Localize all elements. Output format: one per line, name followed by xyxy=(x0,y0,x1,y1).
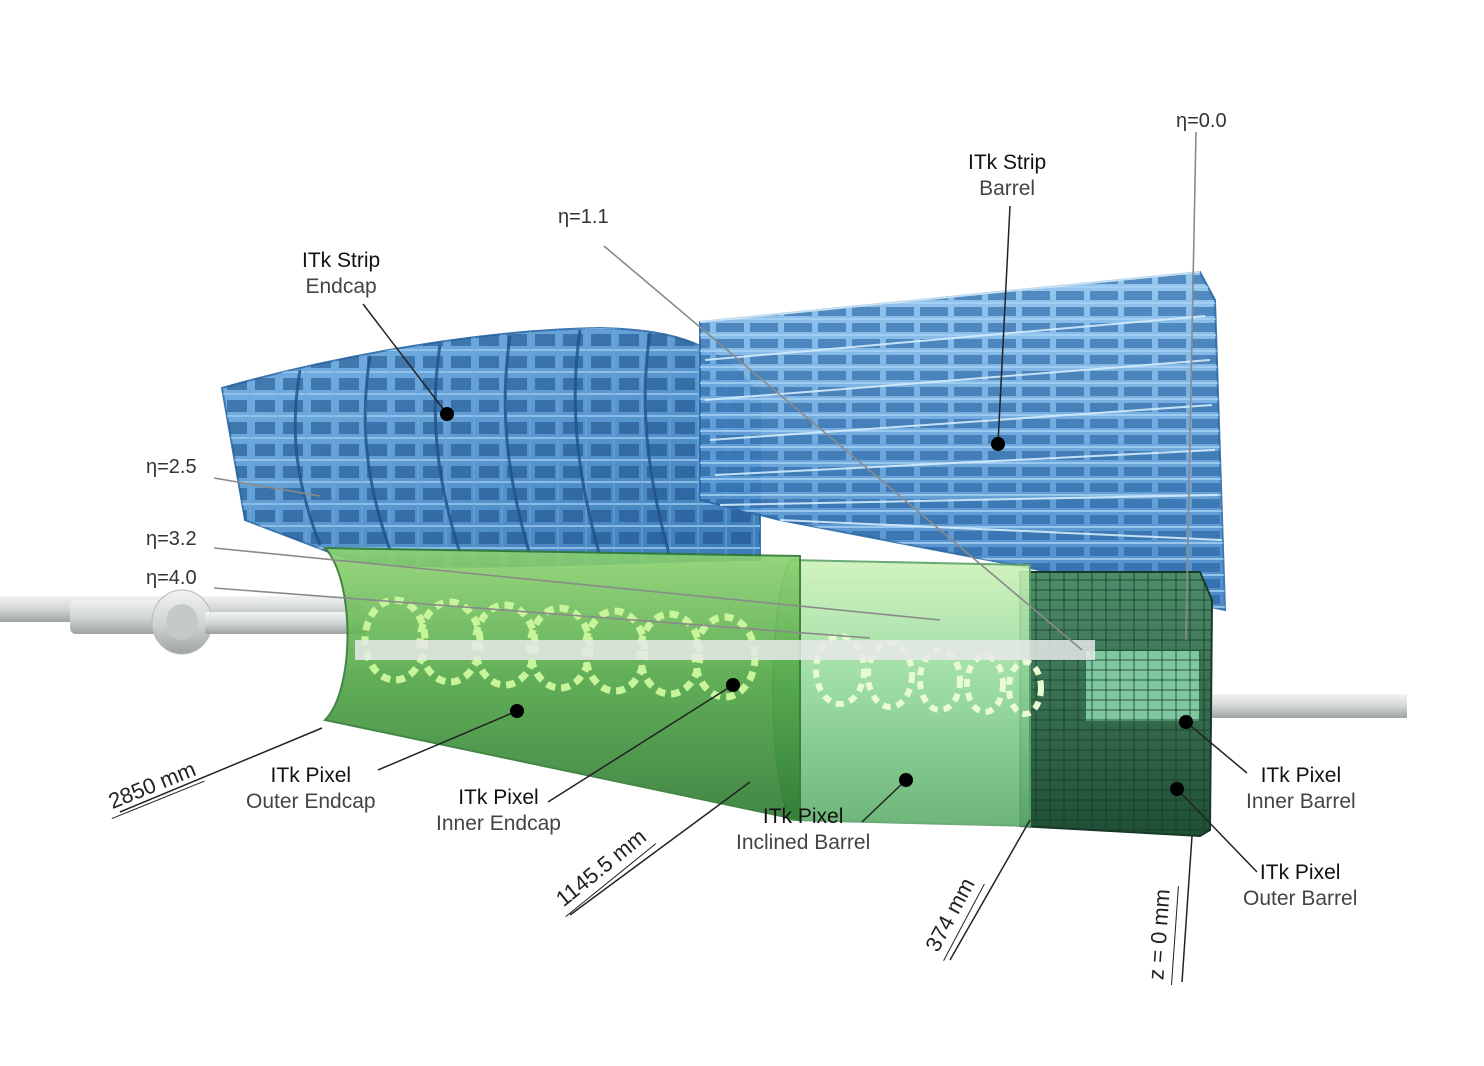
label-pixel-inclined-barrel: ITk Pixel Inclined Barrel xyxy=(736,804,870,857)
marker-pixel-inner-barrel xyxy=(1179,715,1193,729)
label-strip-endcap-title: ITk Strip xyxy=(302,249,381,272)
leader-lines xyxy=(119,205,1258,983)
label-strip-barrel: ITk Strip Barrel xyxy=(968,150,1046,203)
marker-pixel-outer-barrel xyxy=(1170,782,1184,796)
label-pixel-outer-endcap-title: ITk Pixel xyxy=(270,764,352,787)
pixel-inclined-barrel-shape xyxy=(772,558,1031,828)
label-pixel-outer-barrel: ITk Pixel Outer Barrel xyxy=(1243,860,1357,913)
label-strip-barrel-sub: Barrel xyxy=(979,177,1036,201)
eta-label-0-0: η=0.0 xyxy=(1176,110,1227,132)
marker-strip-barrel xyxy=(991,437,1005,451)
label-pixel-outer-endcap: ITk Pixel Outer Endcap xyxy=(246,763,376,816)
marker-pixel-inclined-barrel xyxy=(899,773,913,787)
label-pixel-inclined-barrel-sub: Inclined Barrel xyxy=(736,831,871,855)
beam-pipe xyxy=(0,589,1407,718)
strip-barrel-shape xyxy=(699,270,1227,612)
label-pixel-outer-barrel-title: ITk Pixel xyxy=(1259,861,1341,884)
label-pixel-inner-endcap-sub: Inner Endcap xyxy=(436,812,561,836)
pixel-inner-barrel-shape xyxy=(1084,649,1201,723)
eta-lines xyxy=(213,131,1197,651)
label-pixel-inner-barrel-sub: Inner Barrel xyxy=(1246,790,1356,814)
eta-label-4-0: η=4.0 xyxy=(146,567,197,589)
eta-label-1-1: η=1.1 xyxy=(558,206,609,228)
marker-pixel-inner-endcap xyxy=(726,678,740,692)
eta-label-2-5: η=2.5 xyxy=(146,456,197,478)
label-strip-endcap-sub: Endcap xyxy=(305,275,377,299)
label-pixel-inner-endcap-title: ITk Pixel xyxy=(458,786,539,809)
label-pixel-inner-endcap: ITk Pixel Inner Endcap xyxy=(436,785,561,838)
label-strip-endcap: ITk Strip Endcap xyxy=(302,248,380,301)
marker-pixel-outer-endcap xyxy=(510,704,524,718)
label-pixel-outer-endcap-sub: Outer Endcap xyxy=(246,790,376,814)
label-pixel-outer-barrel-sub: Outer Barrel xyxy=(1243,887,1358,911)
label-strip-barrel-title: ITk Strip xyxy=(968,151,1047,174)
label-pixel-inner-barrel-title: ITk Pixel xyxy=(1260,764,1342,787)
label-pixel-inner-barrel: ITk Pixel Inner Barrel xyxy=(1246,763,1356,816)
marker-strip-endcap xyxy=(440,407,454,421)
label-pixel-inclined-barrel-title: ITk Pixel xyxy=(762,805,844,828)
eta-label-3-2: η=3.2 xyxy=(146,528,197,550)
pixel-endcap-shape xyxy=(322,546,1095,822)
marker-dots xyxy=(440,407,1193,796)
strip-endcap-shape xyxy=(220,326,761,568)
